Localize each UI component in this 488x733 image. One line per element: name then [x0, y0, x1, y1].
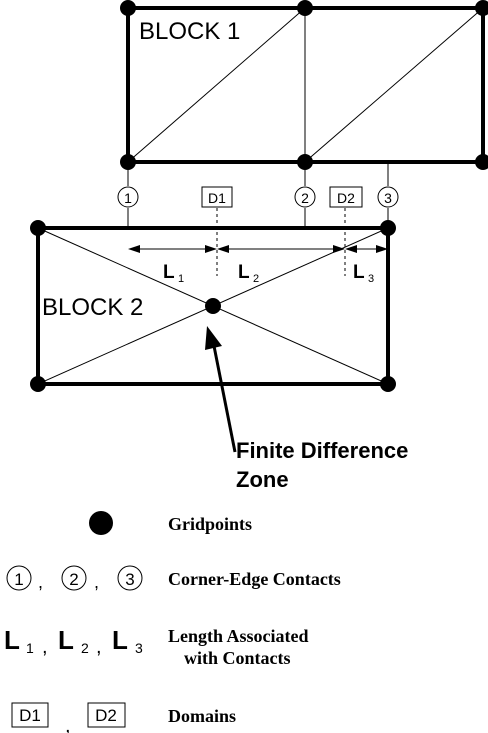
- legend-length-symbol: L: [4, 625, 20, 655]
- legend-length-symbol: L: [112, 625, 128, 655]
- contact-circle: [377, 186, 399, 208]
- legend: Gridpoints 1 , 2 , 3 Corner-Edge Contact…: [4, 511, 341, 733]
- gridpoint: [380, 220, 396, 236]
- length-dimensions: L 1 L 2 L 3: [128, 245, 388, 285]
- legend-contact-circle: [117, 565, 143, 591]
- length-subscript: 1: [178, 273, 184, 285]
- domain-box: [201, 186, 233, 208]
- block-1-diagonal-left: [127, 7, 306, 163]
- block-2: BLOCK 2: [30, 220, 396, 392]
- legend-length-symbol: L: [58, 625, 74, 655]
- connectors: [127, 162, 389, 276]
- legend-length-subscript: 2: [81, 640, 89, 656]
- contact-circle: [117, 186, 139, 208]
- zone-pointer: Finite Difference Zone: [205, 326, 408, 492]
- contact-label: 3: [384, 190, 392, 206]
- legend-contact-circle: [61, 565, 87, 591]
- length-symbol: L: [163, 262, 175, 283]
- legend-separator: ,: [65, 715, 71, 733]
- gridpoint: [380, 376, 396, 392]
- legend-gridpoint-symbol: [89, 511, 113, 535]
- legend-length-subscript: 1: [26, 640, 34, 656]
- legend-lengths-label-line1: Length Associated: [168, 626, 309, 646]
- gridpoint: [297, 0, 313, 16]
- legend-gridpoints-label: Gridpoints: [168, 514, 252, 534]
- legend-length-subscript: 3: [135, 640, 143, 656]
- gridpoint: [475, 154, 488, 170]
- legend-separator: ,: [38, 572, 43, 592]
- domain-label: D2: [337, 190, 355, 206]
- arrowhead: [128, 245, 140, 253]
- block-1: BLOCK 1: [120, 0, 488, 170]
- arrowhead: [333, 245, 345, 253]
- length-subscript: 2: [253, 273, 259, 285]
- length-symbol: L: [238, 262, 250, 283]
- gridpoint-center: [205, 298, 221, 314]
- domain-markers: D1 D2: [201, 186, 363, 208]
- arrowhead: [376, 245, 388, 253]
- contact-label: 1: [124, 190, 132, 206]
- block-2-outline: [36, 226, 390, 386]
- arrowhead: [205, 326, 222, 350]
- legend-domain-label: D2: [95, 706, 117, 725]
- zone-label-line2: Zone: [236, 467, 289, 492]
- gridpoint: [30, 220, 46, 236]
- arrowhead: [345, 245, 357, 253]
- legend-contact-circle: [6, 565, 32, 591]
- legend-domain-box: [87, 702, 126, 728]
- contact-circle: [294, 186, 316, 208]
- legend-separator: ,: [94, 572, 99, 592]
- length-symbol: L: [353, 262, 365, 283]
- gridpoint: [475, 0, 488, 16]
- legend-lengths-label-line2: with Contacts: [184, 648, 291, 668]
- domain-label: D1: [208, 190, 226, 206]
- legend-contact-number: 1: [14, 570, 23, 589]
- gridpoint: [120, 0, 136, 16]
- zone-label-line1: Finite Difference: [236, 438, 408, 463]
- legend-separator: ,: [96, 636, 102, 658]
- arrowhead: [217, 245, 229, 253]
- legend-contact-number: 3: [125, 570, 134, 589]
- domain-box: [329, 186, 363, 208]
- legend-domain-label: D1: [19, 706, 41, 725]
- legend-domains-label: Domains: [168, 706, 236, 726]
- legend-domain-box: [11, 702, 49, 728]
- block-1-label: BLOCK 1: [139, 18, 240, 45]
- block-2-label: BLOCK 2: [42, 294, 143, 321]
- contact-markers: 1 2 3: [117, 186, 399, 208]
- block-1-diagonal-right: [304, 7, 484, 163]
- legend-contact-number: 2: [69, 570, 78, 589]
- arrowhead: [205, 245, 217, 253]
- contact-label: 2: [301, 190, 309, 206]
- pointer-arrow: [212, 345, 237, 453]
- legend-separator: ,: [42, 636, 48, 658]
- legend-contacts-label: Corner-Edge Contacts: [168, 569, 341, 589]
- gridpoint: [30, 376, 46, 392]
- length-subscript: 3: [368, 273, 374, 285]
